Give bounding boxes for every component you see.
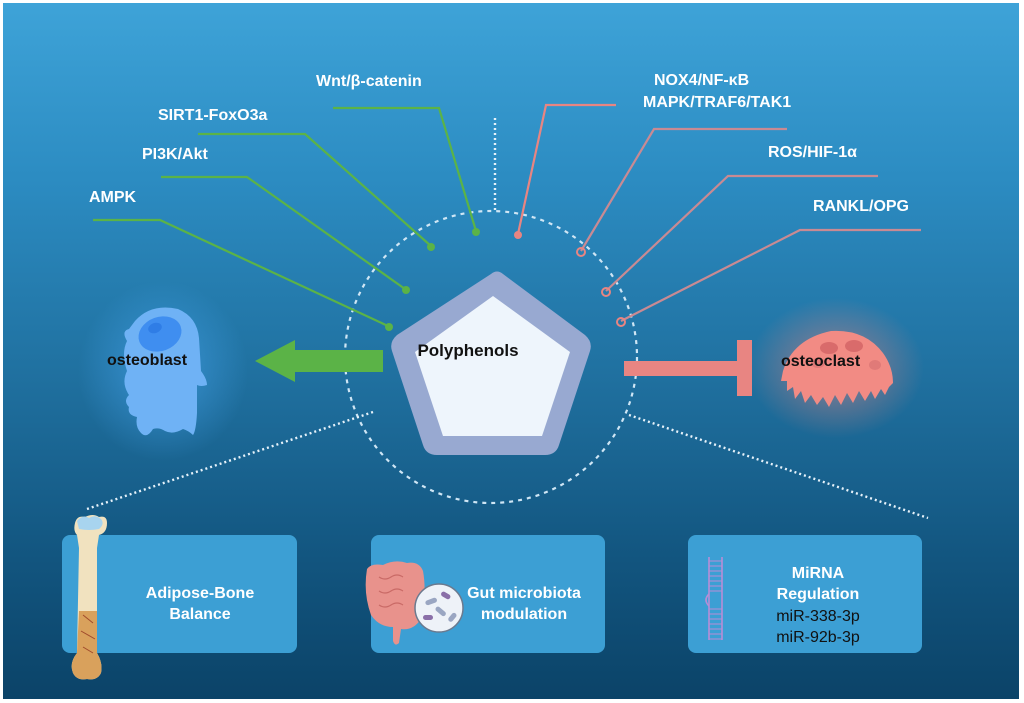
pathway-label-wnt: Wnt/β-catenin [316, 73, 422, 90]
pathway-line-mapk [580, 127, 787, 252]
pathway-line-ampk [93, 218, 389, 327]
mechanism-box-mirna [688, 535, 922, 653]
pathway-line-rankl [620, 228, 921, 322]
pathway-dot-wnt [472, 228, 480, 236]
pathway-label-ampk: AMPK [89, 189, 137, 206]
dotted-connector-right [628, 413, 929, 520]
pathway-line-ros [605, 174, 878, 292]
diagram-svg [62, 103, 929, 680]
pathway-label-ros: ROS/HIF-1α [768, 144, 857, 161]
osteoblast-label: osteoblast [107, 352, 188, 369]
mechanism-box-adipose [62, 535, 297, 653]
pathway-dot-rankl [616, 317, 626, 327]
mechanism-title-gut: Gut microbiota modulation [467, 585, 581, 623]
pathway-line-wnt [333, 106, 478, 232]
pathway-dot-mapk [576, 247, 586, 257]
pathway-ring [343, 209, 639, 505]
promote-arrow [255, 340, 383, 382]
pathway-label-sirt1: SIRT1-FoxO3a [158, 107, 268, 124]
dotted-connector-left [86, 410, 374, 511]
pathway-label-pi3k: PI3K/Akt [142, 146, 208, 163]
polyphenols-pentagon-inner [415, 296, 570, 436]
diagram-canvas: Wnt/β-catenin SIRT1-FoxO3a PI3K/Akt AMPK… [3, 3, 1019, 699]
inhibit-bar [624, 340, 752, 396]
pathway-label-nox4: NOX4/NF-κB [654, 72, 750, 89]
pathway-dot-sirt1 [427, 243, 435, 251]
promote-pathway-lines [93, 106, 480, 331]
mirna-item-2: miR-92b-3p [776, 629, 860, 646]
pathway-label-mapk: MAPK/TRAF6/TAK1 [643, 94, 792, 111]
mechanism-title-adipose: Adipose-Bone Balance [145, 585, 255, 623]
osteoblast-cell [78, 281, 248, 461]
pathway-dot-ros [601, 287, 611, 297]
mechanism-title-mirna: MiRNA Regulation [776, 565, 860, 603]
inhibit-pathway-lines [514, 103, 921, 327]
polyphenols-label: Polyphenols [417, 341, 519, 360]
pathway-line-sirt1 [198, 132, 432, 247]
pathway-dot-pi3k [402, 286, 410, 294]
pathway-line-pi3k [161, 175, 406, 290]
mirna-hairpin-icon [705, 557, 723, 640]
mirna-item-1: miR-338-3p [776, 608, 860, 625]
pathway-line-nox4 [516, 103, 616, 235]
pathway-label-rankl: RANKL/OPG [813, 198, 909, 215]
bone-icon [71, 515, 107, 680]
gut-icon [365, 561, 464, 645]
osteoclast-label: osteoclast [781, 353, 861, 370]
pathway-dot-nox4 [514, 231, 522, 239]
osteoclast-cell [748, 298, 924, 438]
pathway-dot-ampk [385, 323, 393, 331]
